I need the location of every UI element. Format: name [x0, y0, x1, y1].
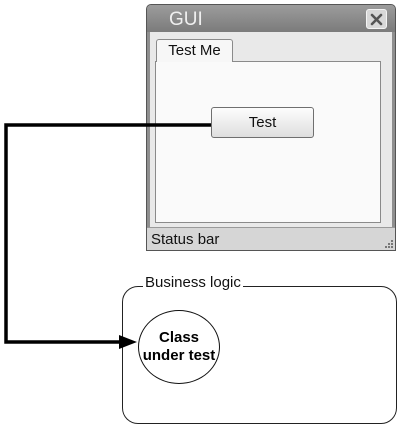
class-under-test-node: Class under test — [138, 310, 220, 384]
close-button[interactable] — [366, 9, 387, 29]
window-titlebar[interactable]: GUI — [147, 5, 395, 32]
window-client-area: Test Me — [150, 32, 392, 247]
tab-test-me[interactable]: Test Me — [156, 39, 233, 62]
close-icon — [370, 13, 383, 25]
test-button[interactable]: Test — [211, 107, 314, 138]
resize-grip-icon[interactable] — [384, 239, 394, 249]
window-title: GUI — [169, 9, 203, 30]
tab-panel — [155, 61, 381, 223]
class-under-test-label: Class under test — [142, 329, 216, 364]
business-logic-label: Business logic — [143, 274, 243, 291]
status-bar: Status bar — [147, 227, 395, 250]
status-bar-text: Status bar — [151, 231, 220, 248]
